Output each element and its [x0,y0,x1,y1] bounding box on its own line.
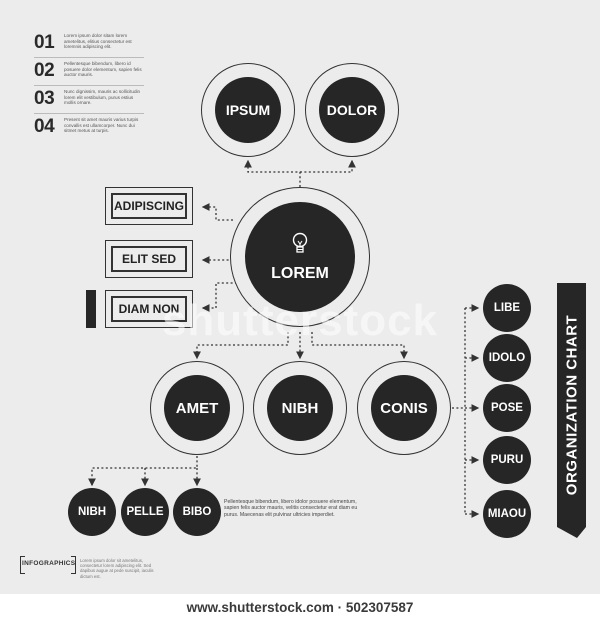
source-url: www.shutterstock.com · 502307587 [186,599,414,615]
right-node: LIBE [483,284,531,332]
connector-to-boxes [201,203,233,221]
list-text: Pellentesque bibendum, libero id posuere… [64,61,142,78]
footer-bracket [71,556,76,574]
connector-to-boxes [201,282,237,312]
middle-node-label: NIBH [267,375,333,441]
right-node: PURU [483,436,531,484]
top-node: IPSUM [201,63,295,157]
list-divider [34,57,144,58]
side-tab [86,290,96,328]
left-box: ELIT SED [105,240,193,278]
top-node-label: IPSUM [215,77,281,143]
right-node: IDOLO [483,334,531,382]
right-node: MIAOU [483,490,531,538]
vertical-banner [557,283,586,527]
center-node-label: LOREM [271,264,329,282]
list-text: Nunc dignissim, mauris ac sollicitudin l… [64,89,141,106]
footer-text: Lorem ipsum dolor sit ametelitus, consec… [80,558,154,579]
connector-to-middle [311,332,408,360]
left-box-label: ADIPISCING [111,193,187,219]
connector-to-bottom [88,456,198,487]
top-node: DOLOR [305,63,399,157]
footer-label: INFOGRAPHICS [22,560,76,567]
list-number: 03 [34,88,55,109]
right-node: POSE [483,384,531,432]
left-box-label: ELIT SED [111,246,187,272]
left-box: DIAM NON [105,290,193,328]
list-divider [34,113,144,114]
list-text: Lorem ipsum dolor sitam lorem ametelitus… [64,33,132,50]
list-number: 01 [34,32,55,53]
top-node-label: DOLOR [319,77,385,143]
center-node-core: LOREM [245,202,355,312]
bottom-node: PELLE [121,488,169,536]
bottom-node: NIBH [68,488,116,536]
bottom-node: BIBO [173,488,221,536]
list-text: Present sit amet mauris varius turpis co… [64,117,139,134]
middle-node: AMET [150,361,244,455]
lightbulb-icon [291,232,309,261]
left-box-label: DIAM NON [111,296,187,322]
source-strip: www.shutterstock.com · 502307587 [0,594,600,620]
list-divider [34,85,144,86]
connector-to-middle [193,332,289,360]
middle-node-label: AMET [164,375,230,441]
center-node: LOREM [230,187,370,327]
middle-node: CONIS [357,361,451,455]
middle-node-label: CONIS [371,375,437,441]
connector-to-top [244,159,301,187]
footer-bracket [20,556,25,574]
bottom-description: Pellentesque bibendum, libero idolor pos… [224,499,358,518]
left-box: ADIPISCING [105,187,193,225]
list-number: 04 [34,116,55,137]
connector-to-top [300,159,356,173]
watermark: shutterstock [161,296,439,345]
list-number: 02 [34,60,55,81]
middle-node: NIBH [253,361,347,455]
